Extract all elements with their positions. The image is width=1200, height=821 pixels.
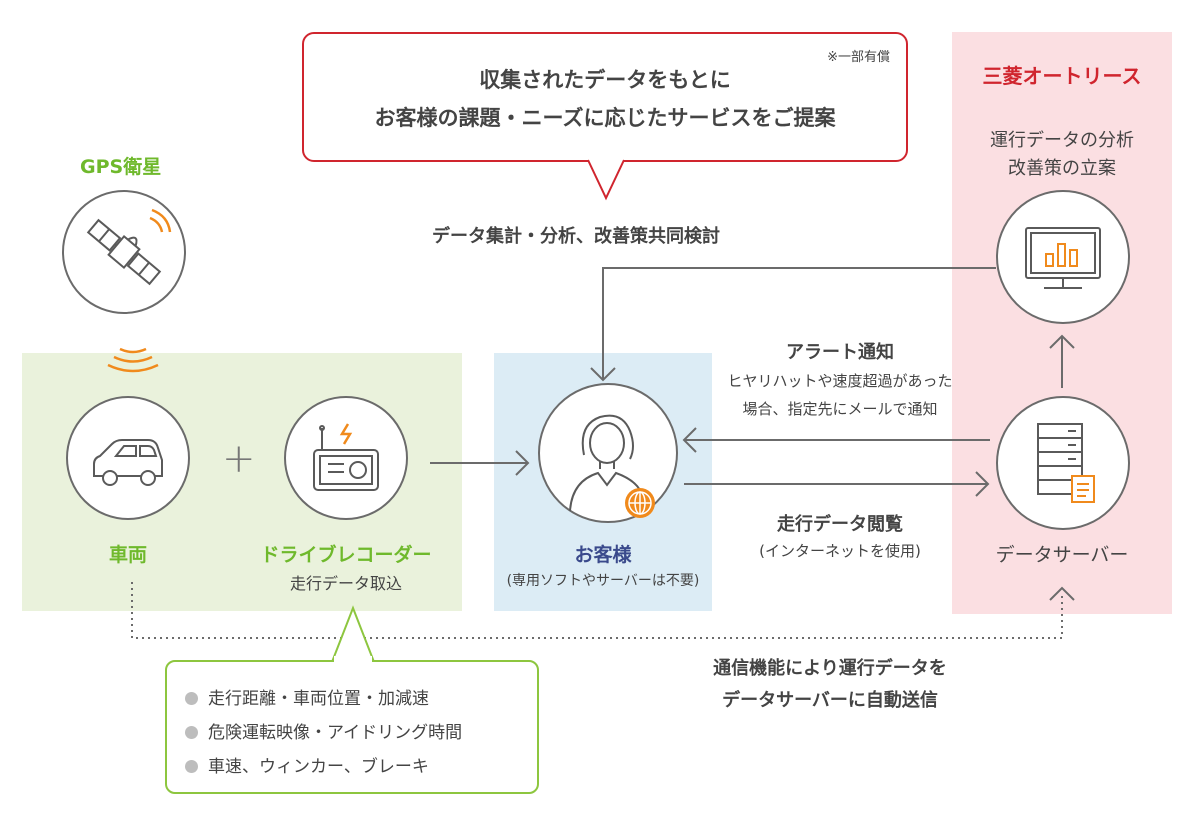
server-node [996,396,1130,530]
auto-send-line-2: データサーバーに自動送信 [722,690,938,711]
company-task-line-1: 運行データの分析 [990,130,1134,151]
arrow-monitor-to-customer [590,267,996,382]
company-task-line-2: 改善策の立案 [1008,158,1116,179]
recorded-item: 走行距離・車両位置・加減速 [185,684,429,709]
paid-note: ※一部有償 [827,50,890,65]
analysis-node [996,190,1130,324]
gps-label: GPS衛星 [80,156,162,178]
callout-line-1: 収集されたデータをもとに [479,68,731,92]
browse-title: 走行データ閲覧 [777,514,903,535]
vehicle-node [66,396,190,520]
joint-review-label: データ集計・分析、改善策共同検討 [432,226,720,247]
signal-waves-icon [107,347,159,373]
arrow-alert [682,427,990,453]
customer-sublabel: (専用ソフトやサーバーは不要) [506,573,700,589]
alert-line-2: 場合、指定先にメールで通知 [742,400,938,418]
alert-title: アラート通知 [786,342,894,363]
car-icon [93,439,163,486]
satellite-icon [86,208,172,286]
company-name: 三菱オートリース [982,64,1142,88]
spec-pointer-joint [334,656,372,662]
arrow-auto-send [131,582,1063,639]
customer-icon [569,414,655,518]
plus-sign: + [222,436,256,482]
vehicle-label: 車両 [108,544,147,566]
recorder-sublabel: 走行データ取込 [289,574,402,593]
alert-line-1: ヒヤリハットや速度超過があった [727,372,953,390]
proposal-callout: ※一部有償 収集されたデータをもとに お客様の課題・ニーズに応じたサービスをご提… [302,32,908,162]
arrow-browse [684,471,990,497]
server-label: データサーバー [995,544,1129,566]
arrow-recorder-to-customer [430,450,530,476]
recorded-item: 車速、ウィンカー、ブレーキ [185,752,429,777]
dashcam-icon [313,423,379,491]
recorder-node [284,396,408,520]
callout-tail [587,158,625,201]
recorded-item: 危険運転映像・アイドリング時間 [185,718,462,743]
recorder-label: ドライブレコーダー [260,544,432,566]
customer-label: お客様 [574,544,632,566]
spec-pointer [331,605,375,663]
arrow-server-to-monitor [1049,334,1075,388]
callout-line-2: お客様の課題・ニーズに応じたサービスをご提案 [374,106,836,130]
satellite-node [62,190,186,314]
customer-node [538,383,678,523]
browse-sublabel: (インターネットを使用) [759,542,921,560]
auto-send-line-1: 通信機能により運行データを [713,658,947,679]
monitor-chart-icon [1025,227,1101,289]
server-icon [1037,423,1095,503]
recorded-items-box: 走行距離・車両位置・加減速 危険運転映像・アイドリング時間 車速、ウィンカー、ブ… [165,660,539,794]
